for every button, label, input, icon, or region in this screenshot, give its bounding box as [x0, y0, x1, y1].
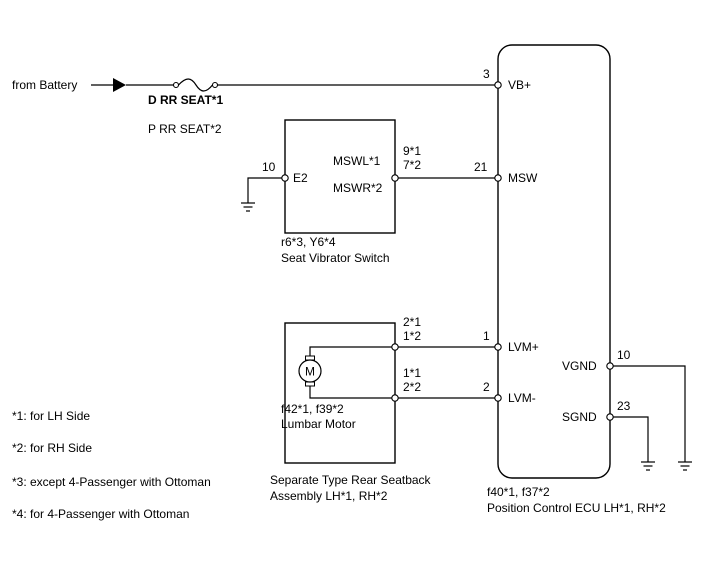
motor-upper-pin-lh: 2*1 — [403, 315, 421, 329]
switch-code: r6*3, Y6*4 — [281, 235, 336, 249]
ecu-pin-msw — [494, 174, 502, 182]
motor-lower-internal-wire — [309, 386, 392, 399]
motor-brush-bottom — [305, 381, 315, 387]
e2-ground-wire — [247, 177, 282, 203]
fuse-icon — [178, 78, 213, 92]
ecu-pin-lvm-minus — [494, 394, 502, 402]
sgnd-ground-wire — [613, 416, 649, 462]
seatback-name-1: Separate Type Rear Seatback — [270, 473, 432, 487]
battery-arrow-icon — [113, 78, 126, 92]
switch-pin-e2 — [281, 174, 289, 182]
note-2: *2: for RH Side — [12, 441, 92, 455]
fuse-terminal-right — [211, 81, 219, 89]
ecu-pin-msw-num: 21 — [474, 160, 488, 174]
switch-pin-e2-num: 10 — [262, 160, 276, 174]
ecu-box — [497, 44, 611, 479]
motor-upper-pin-rh: 1*2 — [403, 329, 421, 343]
note-4: *4: for 4-Passenger with Ottoman — [12, 507, 189, 521]
motor-icon — [298, 359, 322, 383]
ecu-pin-vgnd-name: VGND — [562, 359, 597, 373]
ground-icon-e2 — [241, 202, 255, 212]
ecu-pin-lvm-plus — [494, 343, 502, 351]
ecu-pin-lvm-minus-num: 2 — [483, 380, 490, 394]
ecu-pin-vb-num: 3 — [483, 67, 490, 81]
switch-mswr-label: MSWR*2 — [333, 181, 383, 195]
motor-symbol: M — [305, 365, 315, 379]
motor-code: f42*1, f39*2 — [281, 402, 344, 416]
ecu-pin-lvm-plus-name: LVM+ — [508, 340, 539, 354]
motor-lower-pin-rh: 2*2 — [403, 380, 421, 394]
switch-pin-lh: 9*1 — [403, 144, 421, 158]
switch-name: Seat Vibrator Switch — [281, 251, 390, 265]
motor-brush-top — [305, 355, 315, 361]
ecu-pin-vb-name: VB+ — [508, 78, 531, 92]
motor-lower-pin-lh: 1*1 — [403, 366, 421, 380]
ecu-pin-sgnd — [606, 413, 614, 421]
switch-pin-e2-name: E2 — [293, 171, 308, 185]
ecu-pin-sgnd-num: 23 — [617, 399, 631, 413]
ecu-code: f40*1, f37*2 — [487, 485, 550, 499]
battery-label: from Battery — [12, 78, 77, 92]
ecu-pin-lvm-minus-name: LVM- — [508, 391, 536, 405]
motor-name: Lumbar Motor — [281, 417, 356, 431]
seatback-name-2: Assembly LH*1, RH*2 — [270, 489, 388, 503]
ground-icon-sgnd — [641, 461, 655, 471]
ecu-pin-vgnd-num: 10 — [617, 348, 631, 362]
switch-mswl-label: MSWL*1 — [333, 154, 381, 168]
note-3: *3: except 4-Passenger with Ottoman — [12, 475, 211, 489]
motor-pin-lower — [391, 394, 399, 402]
motor-upper-internal-wire — [309, 346, 392, 356]
note-1: *1: for LH Side — [12, 409, 90, 423]
ecu-pin-msw-name: MSW — [508, 171, 538, 185]
vgnd-ground-wire — [613, 365, 686, 462]
ground-icon-vgnd — [678, 461, 692, 471]
fuse-terminal-left — [172, 81, 180, 89]
ecu-pin-lvm-plus-num: 1 — [483, 329, 490, 343]
ecu-pin-sgnd-name: SGND — [562, 410, 597, 424]
switch-pin-rh: 7*2 — [403, 158, 421, 172]
ecu-name: Position Control ECU LH*1, RH*2 — [487, 501, 666, 515]
switch-pin-msw — [391, 174, 399, 182]
ecu-pin-vb — [494, 81, 502, 89]
motor-pin-upper — [391, 343, 399, 351]
ecu-pin-vgnd — [606, 362, 614, 370]
fuse-label-2: P RR SEAT*2 — [148, 122, 222, 136]
fuse-label-1: D RR SEAT*1 — [148, 93, 223, 107]
lumbar-motor-box — [284, 322, 396, 464]
